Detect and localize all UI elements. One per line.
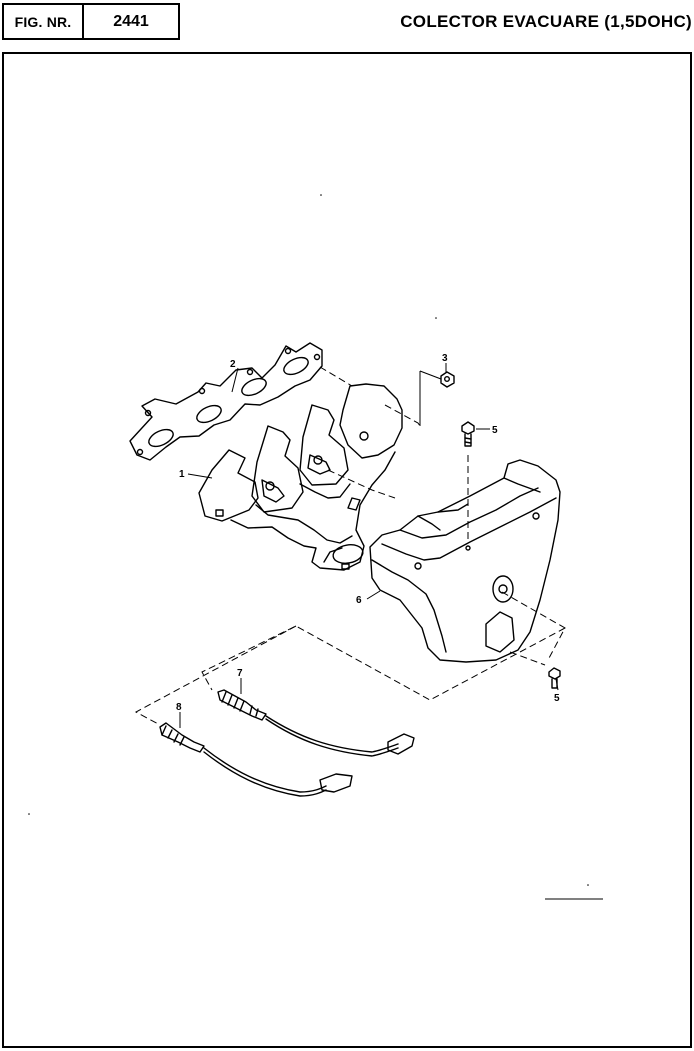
oxygen-sensor-8-drawing: [159, 722, 353, 797]
callout-8: 8: [176, 702, 182, 713]
figure-label: FIG. NR.: [4, 5, 84, 38]
heat-shield-drawing: [369, 459, 561, 663]
exhaust-gasket-drawing: [129, 342, 323, 461]
bolt-upper-drawing: [461, 421, 475, 447]
bolt-lower-drawing: [548, 667, 561, 689]
page-header: FIG. NR. 2441 COLECTOR EVACUARE (1,5DOHC…: [0, 0, 694, 44]
callout-5-lower: 5: [554, 693, 560, 704]
diagram-frame: [2, 52, 692, 1048]
callout-1: 1: [179, 469, 185, 480]
callout-2: 2: [230, 359, 236, 370]
figure-number: 2441: [113, 12, 149, 30]
page-title: COLECTOR EVACUARE (1,5DOHC): [400, 12, 692, 31]
exhaust-manifold-drawing: [198, 383, 403, 571]
callout-7: 7: [237, 668, 243, 679]
callout-6: 6: [356, 595, 362, 606]
nut-drawing: [440, 371, 455, 388]
callout-3: 3: [442, 353, 448, 364]
oxygen-sensor-7-drawing: [217, 689, 415, 757]
figure-number-box: FIG. NR. 2441: [2, 3, 180, 40]
callout-5-upper: 5: [492, 425, 498, 436]
